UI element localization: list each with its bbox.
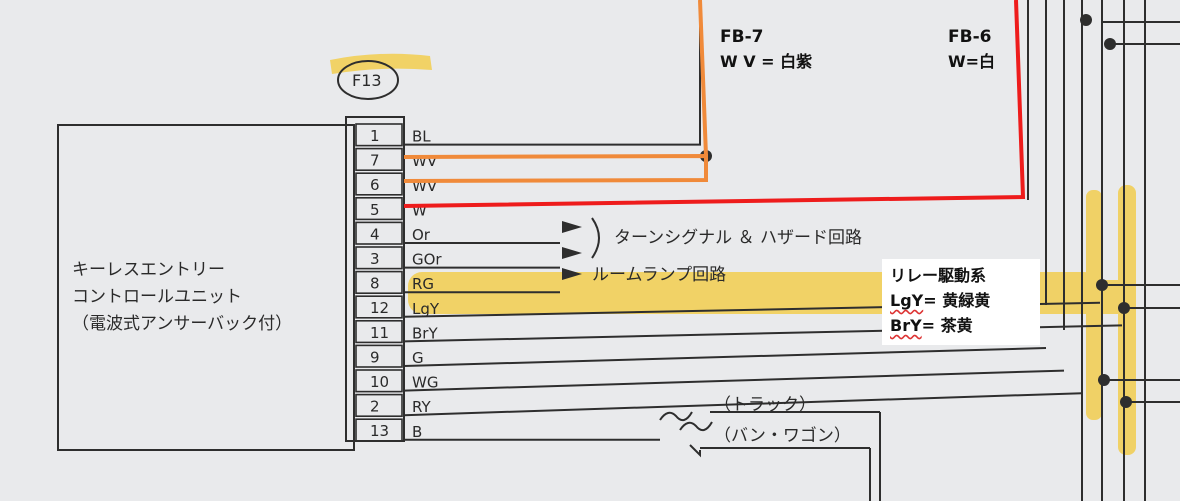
unit-label-line-2: コントロールユニット bbox=[72, 287, 242, 307]
pin-cell bbox=[355, 295, 403, 319]
fb6-title: FB-6 bbox=[948, 27, 991, 47]
wire-label: LgY bbox=[412, 300, 440, 318]
relay-bry: BrY= 茶黄 bbox=[890, 313, 1032, 338]
relay-lgy: LgY= 黄緑黄 bbox=[890, 288, 1032, 313]
red-annotation-fb6 bbox=[403, 0, 1026, 208]
pin-cell bbox=[355, 221, 403, 245]
pin-cell bbox=[355, 393, 403, 418]
bry-meaning: = 茶黄 bbox=[921, 316, 973, 335]
fb6-desc: W=白 bbox=[948, 52, 995, 71]
junction-dot bbox=[1098, 374, 1110, 386]
highlight-right-join bbox=[1045, 280, 1135, 314]
b-branch bbox=[659, 411, 881, 501]
wire-label: Or bbox=[412, 226, 431, 244]
connector-id-oval bbox=[337, 60, 399, 100]
wire-label: WG bbox=[412, 374, 438, 392]
pin-number: 1 bbox=[370, 127, 380, 145]
branch-symbol-1 bbox=[659, 411, 693, 422]
wire-label: B bbox=[412, 423, 422, 441]
control-unit-box bbox=[57, 124, 355, 451]
pin-number: 8 bbox=[370, 275, 380, 293]
pin-number: 4 bbox=[370, 225, 380, 243]
arrow-or bbox=[562, 221, 582, 233]
branch-lead bbox=[689, 444, 701, 458]
pin-number: 12 bbox=[370, 299, 389, 317]
pin-cell bbox=[355, 197, 403, 221]
label-truck: （トラック） bbox=[714, 395, 816, 415]
label-turn-hazard: ターンシグナル ＆ ハザード回路 bbox=[614, 228, 862, 248]
wire-ry bbox=[403, 392, 1083, 417]
highlight-vertical-right bbox=[1118, 185, 1136, 455]
junction-dot bbox=[1096, 279, 1108, 291]
orange-annotation-fb7-up bbox=[698, 0, 708, 157]
pin-cell bbox=[355, 123, 403, 147]
highlight-f13 bbox=[330, 53, 432, 74]
pin-cell bbox=[355, 246, 403, 270]
pin-number: 11 bbox=[370, 324, 389, 342]
pin-number: 3 bbox=[370, 250, 380, 268]
brace-turn-hazard bbox=[591, 217, 600, 259]
relay-legend: リレー駆動系 LgY= 黄緑黄 BrY= 茶黄 bbox=[882, 259, 1040, 345]
pin-number: 2 bbox=[370, 398, 380, 416]
relay-title: リレー駆動系 bbox=[890, 266, 987, 285]
pin-cell bbox=[355, 319, 403, 344]
wire-label: RG bbox=[412, 275, 434, 293]
orange-annotation-fb7-loop bbox=[403, 153, 708, 183]
pin-cell bbox=[355, 147, 403, 172]
wire-label: GOr bbox=[412, 251, 442, 269]
fb7-title: FB-7 bbox=[720, 27, 763, 47]
wire-bl bbox=[404, 0, 701, 146]
pin-number: 9 bbox=[370, 348, 380, 366]
wire-label: RY bbox=[412, 398, 431, 416]
pin-cell bbox=[355, 270, 403, 295]
junction-dot bbox=[1104, 38, 1116, 50]
wire-label: WV bbox=[412, 152, 438, 170]
right-bus bbox=[699, 0, 1180, 501]
pin-number: 10 bbox=[370, 373, 389, 391]
junction-dots bbox=[700, 14, 1132, 408]
lgy-meaning: = 黄緑黄 bbox=[923, 291, 991, 310]
fb7-desc: W V = 白紫 bbox=[720, 52, 812, 71]
wire-wg bbox=[403, 369, 1065, 392]
pin-cell bbox=[355, 172, 403, 196]
junction-dot bbox=[1120, 396, 1132, 408]
bry-code: BrY bbox=[890, 316, 922, 335]
pin-number: 6 bbox=[370, 176, 380, 194]
pin-number: 7 bbox=[370, 152, 380, 170]
arrow-gor bbox=[562, 247, 582, 259]
branch-symbol-2 bbox=[679, 421, 713, 432]
wire-label: BrY bbox=[412, 324, 438, 342]
unit-label-line-1: キーレスエントリー bbox=[72, 260, 225, 280]
label-room-lamp: ルームランプ回路 bbox=[592, 265, 726, 285]
lgy-code: LgY bbox=[890, 291, 924, 310]
wire-label: BL bbox=[412, 128, 431, 146]
wire-label: G bbox=[412, 349, 424, 367]
pin-number: 13 bbox=[370, 422, 389, 440]
unit-label-line-3: （電波式アンサーバック付） bbox=[72, 314, 292, 334]
arrows bbox=[562, 221, 582, 280]
connector-pins: 1 7 6 5 4 3 8 12 11 9 10 2 13 bbox=[355, 123, 403, 442]
junction-dot bbox=[1118, 302, 1130, 314]
arrow-rg bbox=[562, 268, 582, 280]
junction-dot bbox=[1080, 14, 1092, 26]
label-van-wagon: （バン・ワゴン） bbox=[714, 425, 851, 446]
pin-cell bbox=[355, 369, 403, 393]
pin-number: 5 bbox=[370, 201, 380, 219]
pin-cell bbox=[355, 344, 403, 368]
wire-g bbox=[403, 347, 1047, 367]
connector-id: F13 bbox=[352, 71, 382, 90]
pin-cell bbox=[355, 418, 403, 442]
